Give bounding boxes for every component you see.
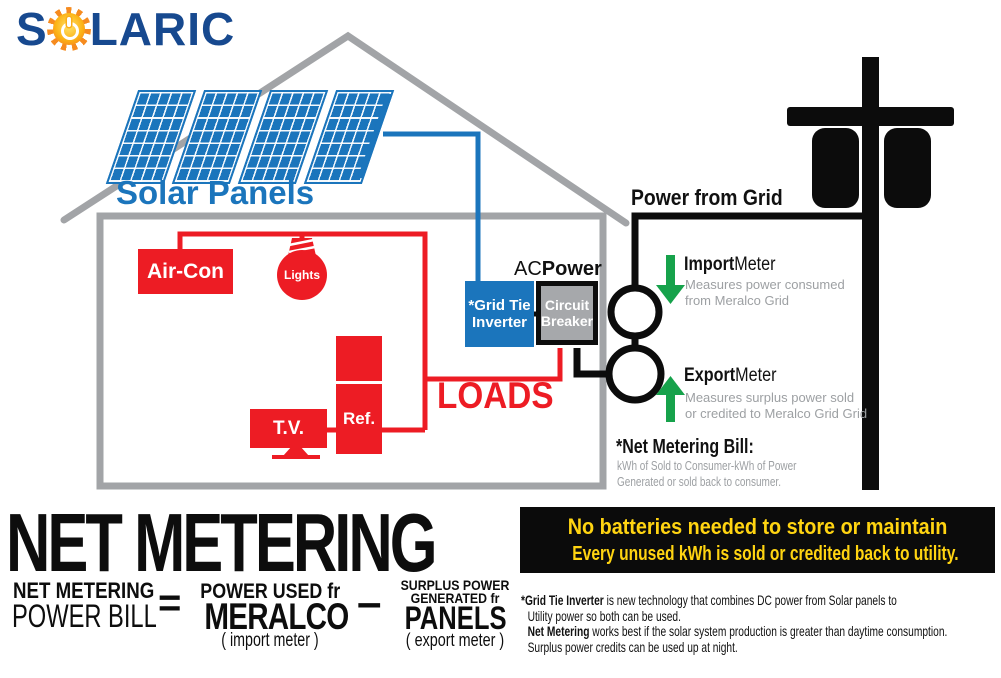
logo-letters-rest: LARIC [89,3,236,55]
ref-label: Ref. [342,409,376,428]
inverter-label-line2: Inverter [471,314,528,331]
tv-label: T.V. [273,417,304,439]
footnote-line1: *Grid Tie Inverter is new technology tha… [521,592,988,609]
import-meter-desc1: Measures power consumed [685,277,845,292]
power-from-grid-label: Power from Grid [631,185,783,210]
banner-line1: No batteries needed to store or maintain [567,514,948,539]
export-meter-desc2: or credited to Meralco Grid Grid [685,406,868,421]
net-metering-bill-desc2: Generated or sold back to consumer. [617,475,781,489]
power-symbol-bar [66,17,71,27]
formula-mid-line2: MERALCO [204,596,349,637]
export-meter-dial [605,344,665,404]
import-arrow-icon [656,255,685,304]
formula-right-line2: GENERATED fr [410,590,500,606]
breaker-label-line2: Breaker [540,313,594,329]
export-meter-label: ExportMeter [684,366,776,385]
circuit-breaker-box: Circuit Breaker [536,281,598,345]
formula-left-line2: POWER BILL [12,598,157,634]
import-meter-label: ImportMeter [684,255,776,274]
net-metering-bill-desc1: kWh of Sold to Consumer-kWh of Power [617,459,797,473]
inverter-label-line1: *Grid Tie [468,296,531,314]
export-arrow-icon [656,376,685,422]
formula-right-line3: PANELS [404,600,507,636]
no-batteries-banner: No batteries needed to store or maintain… [520,507,995,573]
aircon-label: Air-Con [147,259,224,283]
import-meter-desc2: from Meralco Grid [685,293,790,308]
import-bold: Import [684,254,735,275]
logo-letter-s: S [16,3,48,55]
formula-minus: – [357,578,382,627]
import-rest: Meter [734,254,776,275]
footnote-line1-bold: *Grid Tie Inverter [521,592,604,608]
formula-left-line1: NET METERING [13,578,155,603]
breaker-label-line1: Circuit [544,296,590,313]
formula-equals: = [158,581,182,625]
ref-box-bottom: Ref. [336,384,382,454]
ac-text: AC [514,258,542,280]
solar-panels-label: Solar Panels [116,174,315,211]
tv-stand [272,446,320,459]
formula-mid-line3: ( import meter ) [221,630,319,651]
ac-power-label: ACPower [514,259,602,279]
light-bulb-icon [277,238,327,300]
net-metering-bill-title: *Net Metering Bill: [616,436,754,458]
lights-label: Lights [284,268,320,282]
sun-power-icon [46,7,91,51]
footnotes: *Grid Tie Inverter is new technology tha… [521,592,988,655]
footnote-line3: Net Metering works best if the solar sys… [521,623,988,640]
footnote-line3-bold: Net Metering [527,623,590,639]
import-meter-dial [607,284,663,340]
export-meter-desc1: Measures surplus power sold [685,390,855,405]
export-bold: Export [684,365,736,386]
banner-line2: Every unused kWh is sold or credited bac… [572,543,959,565]
tv-box: T.V. [250,409,327,448]
power-pole [787,57,954,490]
power-text: Power [541,258,602,280]
footnote-line1-rest: is new technology that combines DC power… [603,592,897,608]
aircon-box: Air-Con [138,249,233,294]
solaric-logo: S LARIC [16,6,235,52]
house-wall [96,212,607,490]
export-rest: Meter [735,365,777,386]
formula-mid-line1: POWER USED fr [200,580,341,603]
footnote-line2: Utility power so both can be used. [527,607,681,624]
formula-right-line4: ( export meter ) [405,630,505,650]
footnote-line4: Surplus power credits can be used up at … [527,638,738,655]
dc-wire [383,131,481,284]
ref-box-top [336,336,382,381]
footnote-line3-rest: works best if the solar system productio… [589,623,948,639]
grid-tie-inverter-box: *Grid Tie Inverter [465,281,534,347]
loads-label: LOADS [437,375,554,416]
net-metering-title: NET METERING [6,496,438,589]
formula-right-line1: SURPLUS POWER [400,577,510,593]
